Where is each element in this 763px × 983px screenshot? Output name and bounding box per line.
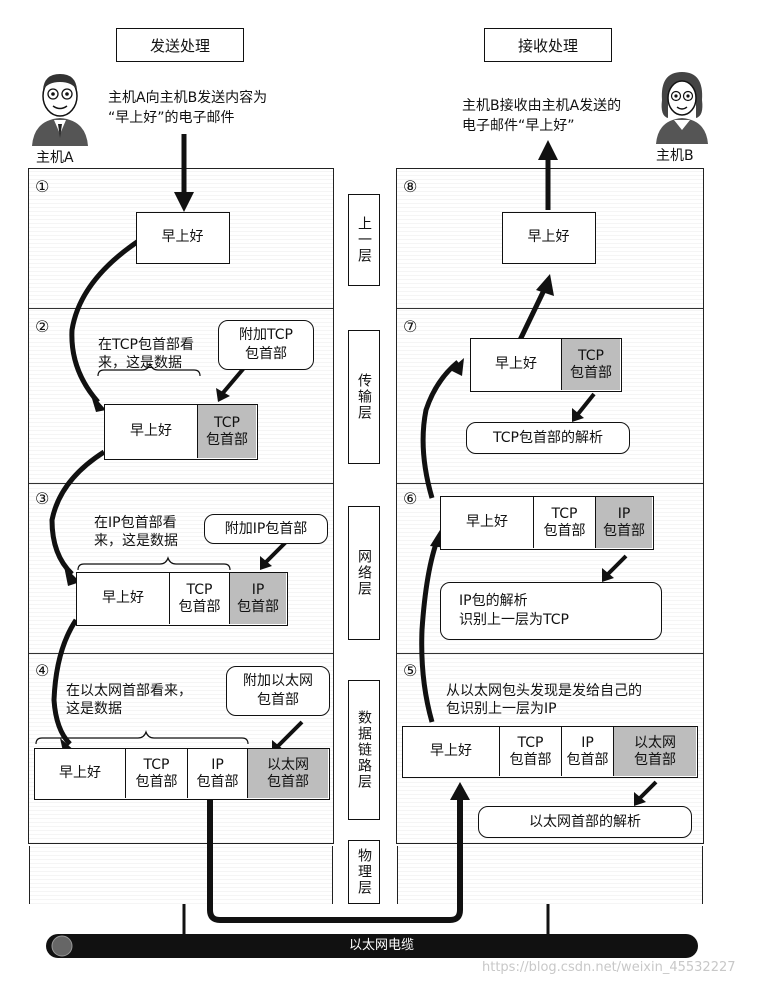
- packet-6: 早上好 TCP 包首部 IP 包首部: [440, 496, 654, 550]
- receiver-physical-band: [397, 846, 703, 904]
- packet-2: 早上好 TCP 包首部: [104, 404, 258, 460]
- watermark: https://blog.csdn.net/weixin_45532227: [482, 960, 736, 975]
- note-tcp-view: 在TCP包首部看 来，这是数据: [98, 337, 194, 371]
- host-b-label: 主机B: [656, 148, 694, 164]
- packet-1-data: 早上好: [136, 212, 230, 264]
- step-4: ④: [35, 661, 50, 680]
- host-b-caption-line2: 电子邮件“早上好”: [462, 118, 575, 134]
- note-eth-parse: 以太网首部的解析: [478, 806, 692, 838]
- packet-3: 早上好 TCP 包首部 IP 包首部: [76, 572, 288, 626]
- host-b-avatar: [650, 66, 714, 144]
- field-data: 早上好: [130, 423, 172, 439]
- host-a-label: 主机A: [36, 150, 74, 166]
- note-tcp-parse: TCP包首部的解析: [466, 422, 630, 454]
- note-ip-parse: IP包的解析 识别上一层为TCP: [440, 582, 662, 640]
- field-tcp-header: TCP 包首部: [197, 405, 256, 458]
- host-a-caption-line2: “早上好”的电子邮件: [108, 110, 235, 126]
- step-6: ⑥: [403, 489, 418, 508]
- step-1: ①: [35, 177, 50, 196]
- ethernet-cable-label: 以太网电缆: [348, 938, 414, 953]
- host-a-avatar: [28, 68, 92, 146]
- packet-4: 早上好 TCP 包首部 IP 包首部 以太网 包首部: [34, 748, 330, 800]
- layer-network: 网络层: [348, 506, 380, 640]
- step-8: ⑧: [403, 177, 418, 196]
- note-ip-view: 在IP包首部看 来，这是数据: [94, 515, 178, 549]
- step-5: ⑤: [403, 661, 418, 680]
- layer-datalink: 数据链路层: [348, 680, 380, 820]
- packet-5: 早上好 TCP 包首部 IP 包首部 以太网 包首部: [402, 726, 698, 778]
- note-eth-view: 在以太网首部看来， 这是数据: [66, 683, 192, 717]
- host-b-caption-line1: 主机B接收由主机A发送的: [462, 98, 622, 114]
- step-7: ⑦: [403, 317, 418, 336]
- note-add-ip: 附加IP包首部: [204, 514, 328, 544]
- packet-8-data: 早上好: [502, 212, 596, 264]
- note-eth-parse-desc: 从以太网包头发现是发给自己的 包识别上一层为IP: [446, 683, 642, 717]
- packet-7: 早上好 TCP 包首部: [470, 338, 622, 392]
- step-3: ③: [35, 489, 50, 508]
- note-add-tcp: 附加TCP 包首部: [218, 320, 314, 370]
- layer-transport: 传输层: [348, 330, 380, 464]
- host-a-caption-line1: 主机A向主机B发送内容为: [108, 90, 268, 106]
- sender-physical-band: [29, 846, 333, 904]
- layer-upper: 上一层: [348, 194, 380, 286]
- send-processing-header: 发送处理: [116, 28, 244, 62]
- layer-physical: 物理层: [348, 840, 380, 904]
- note-add-eth: 附加以太网 包首部: [226, 666, 330, 716]
- receive-processing-header: 接收处理: [484, 28, 612, 62]
- step-2: ②: [35, 317, 50, 336]
